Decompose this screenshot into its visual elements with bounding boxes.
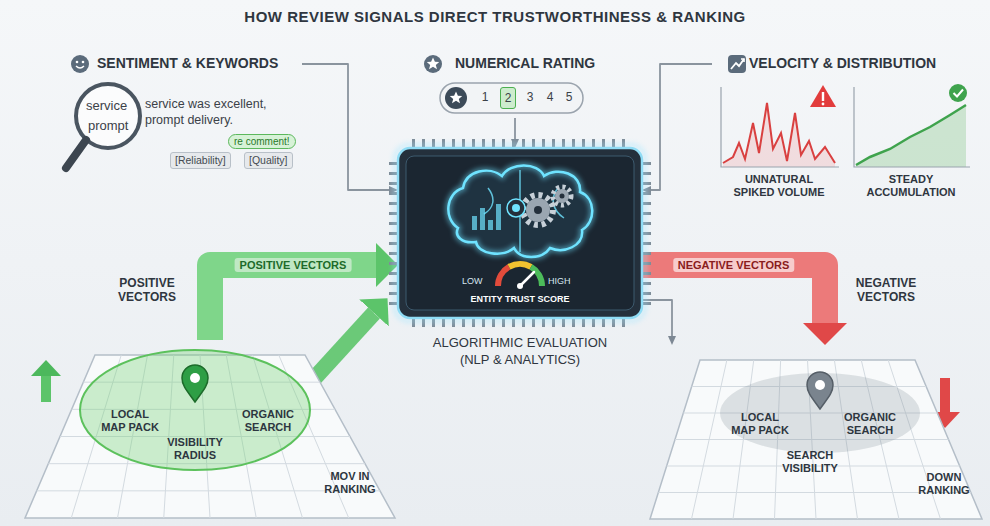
edge-label: POSITIVE VECTORS bbox=[235, 258, 352, 272]
map-region: LOCAL MAP PACK ORGANIC SEARCHVISIBILITY R… bbox=[20, 340, 400, 522]
evaluation-chip: LOW HIGH ENTITY TRUST SCORE ALGORITHMIC EVA… bbox=[398, 148, 642, 378]
gauge-min: LOW bbox=[462, 276, 483, 286]
connector bbox=[302, 64, 389, 190]
connector bbox=[651, 64, 712, 190]
map-label: LOCAL MAP PACK bbox=[98, 408, 162, 434]
rating-digit: 4 bbox=[542, 87, 558, 109]
magnifier bbox=[66, 84, 140, 168]
digit-text: 3 bbox=[522, 87, 538, 107]
input-panel: VELOCITY & DISTRIBUTION UNNATURAL SPIKED … bbox=[712, 46, 978, 204]
section-heading: VELOCITY & DISTRIBUTION bbox=[749, 55, 936, 71]
input-panel: NUMERICAL RATING 12345 bbox=[425, 46, 605, 118]
diagram-title: HOW REVIEW SIGNALS DIRECT TRUSTWORTHINES… bbox=[0, 8, 990, 25]
map-label: ORGANIC SEARCH bbox=[235, 408, 301, 434]
rating-digit: 5 bbox=[561, 87, 577, 109]
up-arrow bbox=[41, 376, 51, 402]
rating-bar bbox=[440, 83, 583, 113]
rating-digit: 3 bbox=[522, 87, 538, 109]
down-arrow bbox=[940, 378, 950, 412]
magnified-word: prompt bbox=[88, 118, 128, 133]
keyword-tag: [Quality] bbox=[244, 152, 293, 169]
review-snippet: service was excellent, prompt delivery. bbox=[145, 96, 295, 128]
map-label: ORGANIC SEARCH bbox=[837, 411, 903, 437]
vector-arrow bbox=[642, 265, 825, 323]
digit-text: 4 bbox=[542, 87, 558, 107]
chart-panel: STEADY ACCUMULATION bbox=[850, 83, 972, 201]
tag-text: [Quality] bbox=[249, 154, 288, 167]
map-label: SEARCH VISIBILITY bbox=[770, 449, 850, 475]
rating-digit: 1 bbox=[477, 87, 493, 109]
digit-text: 1 bbox=[477, 87, 493, 107]
map-label: MOV IN RANKING bbox=[318, 470, 382, 496]
keyword-tag: [Reliability] bbox=[170, 152, 231, 169]
map-region: LOCAL MAP PACK ORGANIC SEARCH SEARCH VISIB… bbox=[645, 345, 985, 522]
chart-panel: UNNATURAL SPIKED VOLUME bbox=[715, 83, 843, 201]
chart-caption: STEADY ACCUMULATION bbox=[850, 173, 972, 199]
vector-label: NEGATIVE VECTORS bbox=[845, 276, 927, 304]
digit-text: 2 bbox=[501, 88, 515, 108]
spike-chart bbox=[715, 83, 843, 171]
rating-digit: 2 bbox=[500, 87, 516, 109]
gauge-max: HIGH bbox=[548, 276, 571, 286]
digit-text: 5 bbox=[561, 87, 577, 107]
sentiment-icon bbox=[71, 55, 89, 73]
edge-label: NEGATIVE VECTORS bbox=[673, 258, 794, 272]
connector bbox=[514, 118, 516, 139]
tag-text: re comment! bbox=[234, 135, 290, 148]
chip-caption: ALGORITHMIC EVALUATION (NLP & ANALYTICS) bbox=[417, 334, 623, 368]
star-icon bbox=[424, 55, 442, 73]
magnified-word: service bbox=[86, 98, 127, 113]
trend-icon bbox=[728, 55, 746, 73]
chart-caption: UNNATURAL SPIKED VOLUME bbox=[727, 173, 831, 199]
comment-tag: re comment! bbox=[228, 134, 296, 149]
section-heading: NUMERICAL RATING bbox=[455, 55, 595, 71]
map-label: VISIBILITY RADIUS bbox=[160, 436, 230, 462]
map-label: DOWN RANKING bbox=[913, 471, 975, 497]
vector-arrow bbox=[210, 265, 376, 340]
section-heading: SENTIMENT & KEYWORDS bbox=[97, 55, 278, 71]
steady-chart bbox=[850, 83, 972, 171]
tag-text: [Reliability] bbox=[175, 154, 226, 167]
vector-label: POSITIVE VECTORS bbox=[108, 276, 186, 304]
gauge-label: ENTITY TRUST SCORE bbox=[398, 294, 642, 304]
map-label: LOCAL MAP PACK bbox=[728, 411, 792, 437]
